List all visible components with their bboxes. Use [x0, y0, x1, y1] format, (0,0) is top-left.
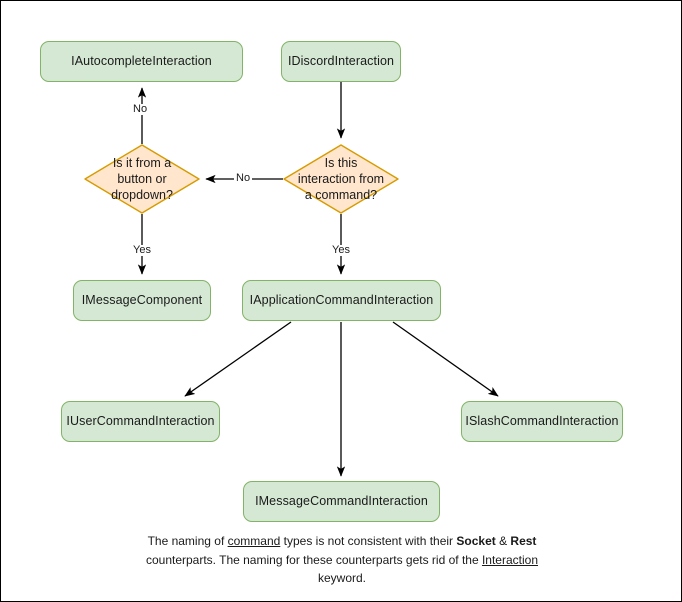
- node-autocomplete-interaction[interactable]: IAutocompleteInteraction: [40, 41, 243, 82]
- caption-line3-underline: Interaction: [481, 552, 539, 567]
- node-slash-command-interaction[interactable]: ISlashCommandInteraction: [461, 401, 623, 442]
- node-discord-interaction[interactable]: IDiscordInteraction: [281, 41, 401, 82]
- diagram-caption: The naming of command types is not consi…: [121, 532, 563, 588]
- edge-label-no-button-decision: No: [234, 172, 253, 184]
- node-user-command-interaction-label: IUserCommandInteraction: [66, 413, 215, 428]
- diamond-shape-command: [283, 144, 399, 214]
- node-message-command-interaction[interactable]: IMessageCommandInteraction: [243, 481, 440, 522]
- caption-line1-part1: The naming of: [147, 534, 228, 548]
- node-application-command-interaction[interactable]: IApplicationCommandInteraction: [242, 280, 441, 321]
- edge-label-yes-message-component: Yes: [131, 244, 153, 256]
- node-message-component-label: IMessageComponent: [81, 292, 203, 307]
- node-message-command-interaction-label: IMessageCommandInteraction: [255, 493, 428, 508]
- decision-is-it-from-button-or-dropdown[interactable]: Is it from a button or dropdown?: [84, 144, 200, 214]
- decision-button-label: Is it from a button or dropdown?: [111, 155, 173, 203]
- caption-bold-socket: Socket: [456, 534, 496, 548]
- node-slash-command-interaction-label: ISlashCommandInteraction: [465, 413, 619, 428]
- node-discord-interaction-label: IDiscordInteraction: [287, 53, 395, 68]
- decision-is-this-interaction-from-command[interactable]: Is this interaction from a command?: [283, 144, 399, 214]
- caption-line3-part1: counterparts gets rid of the: [335, 552, 482, 567]
- decision-command-label: Is this interaction from a command?: [297, 155, 385, 203]
- caption-bold-rest: Rest: [510, 534, 537, 548]
- edge-label-no-autocomplete: No: [131, 103, 150, 115]
- diamond-shape-button: [84, 144, 200, 214]
- node-autocomplete-interaction-label: IAutocompleteInteraction: [71, 53, 212, 68]
- node-message-component[interactable]: IMessageComponent: [73, 280, 211, 321]
- edge-application-command-to-user-command: [184, 321, 292, 397]
- caption-line2-rest: counterparts. The naming for these: [145, 552, 333, 567]
- caption-line3-part2: keyword.: [317, 571, 367, 586]
- caption-ampersand: &: [495, 534, 511, 548]
- edge-application-command-to-slash-command: [392, 321, 499, 397]
- caption-line1-part2: types is not consistent with their: [280, 534, 454, 548]
- edge-label-yes-application-command: Yes: [330, 244, 352, 256]
- node-user-command-interaction[interactable]: IUserCommandInteraction: [61, 401, 220, 442]
- node-application-command-interaction-label: IApplicationCommandInteraction: [249, 292, 434, 307]
- caption-line1-underline: command: [227, 534, 281, 548]
